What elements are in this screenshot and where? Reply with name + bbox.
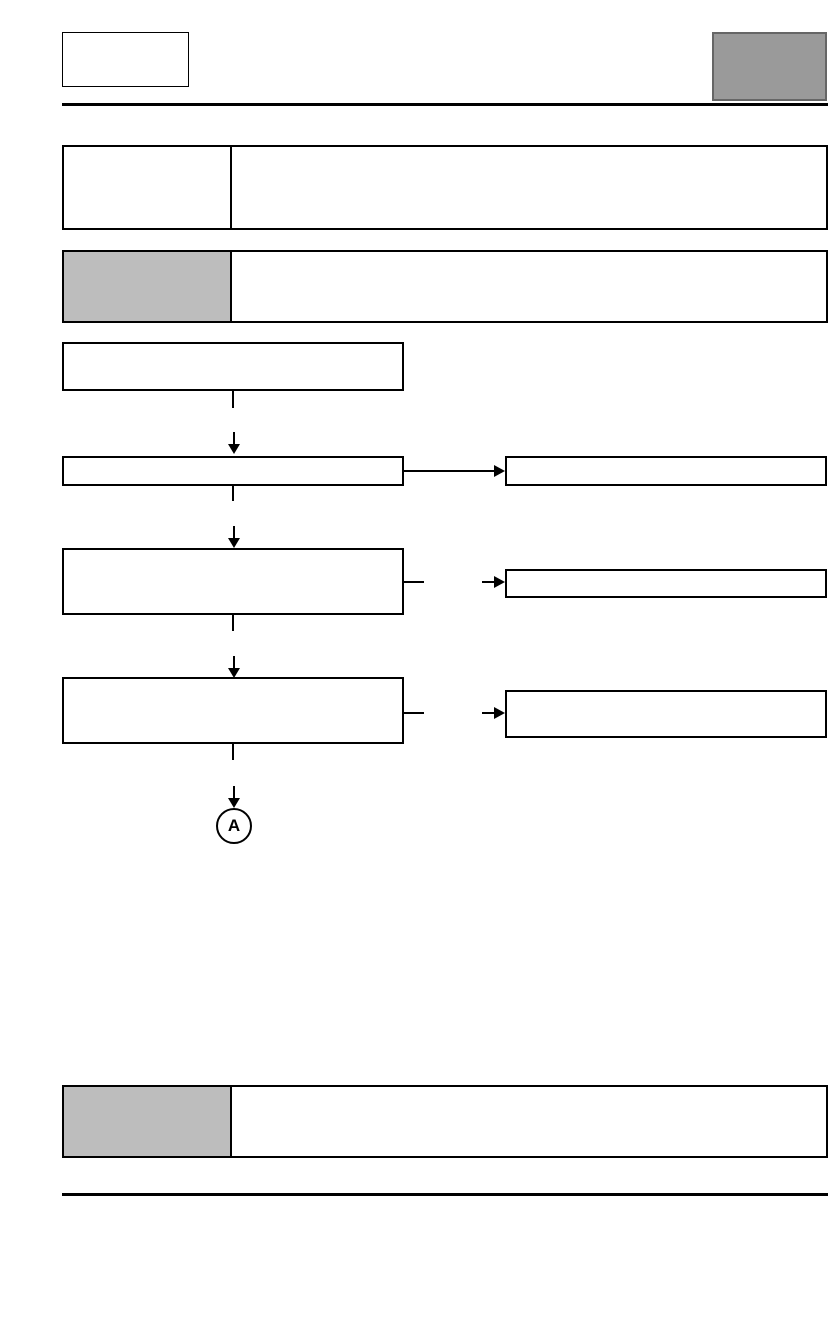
notes-block-bottom [62, 1085, 828, 1158]
flow-step-4-result [505, 690, 827, 738]
notes-text-top [234, 252, 826, 321]
header-left-box [62, 32, 189, 87]
arrow-down-4 [228, 786, 240, 808]
flow-step-2 [62, 456, 404, 486]
connector-circle-a: A [216, 808, 252, 844]
info-block-text [234, 147, 826, 228]
flow-step-2-result [505, 456, 827, 486]
header-right-box [712, 32, 827, 101]
flow-step-4 [62, 677, 404, 744]
flow-step-3 [62, 548, 404, 615]
branch-line-4 [404, 712, 424, 714]
notes-text-bottom [234, 1087, 826, 1156]
arrow-right-4 [482, 707, 505, 719]
notes-label-top [64, 252, 232, 321]
arrow-right-2 [404, 465, 505, 477]
flow-step-1 [62, 342, 404, 391]
notes-label-bottom [64, 1087, 232, 1156]
info-block [62, 145, 828, 230]
branch-line-3 [404, 581, 424, 583]
flow-step-3-result [505, 569, 827, 598]
connector-4 [232, 744, 234, 760]
connector-3 [232, 615, 234, 631]
info-block-label [64, 147, 232, 228]
connector-1 [232, 391, 234, 408]
arrow-down-1 [228, 432, 240, 454]
connector-2 [232, 486, 234, 501]
footer-rule [62, 1193, 828, 1196]
notes-block-top [62, 250, 828, 323]
header-rule [62, 103, 828, 106]
arrow-right-3 [482, 576, 505, 588]
arrow-down-2 [228, 526, 240, 548]
arrow-down-3 [228, 656, 240, 678]
